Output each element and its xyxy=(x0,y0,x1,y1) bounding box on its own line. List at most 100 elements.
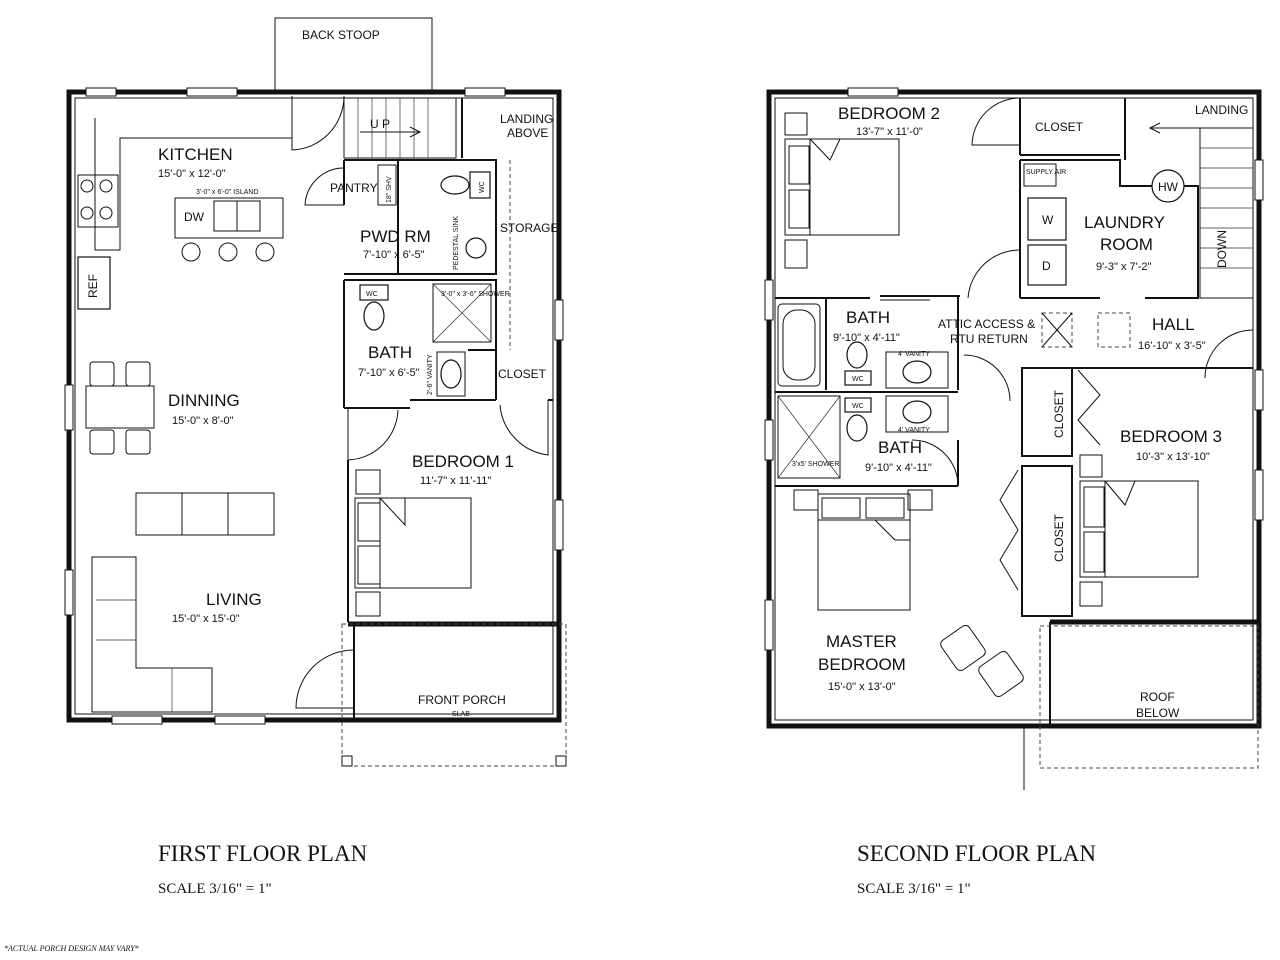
kitchen-island xyxy=(174,197,284,239)
second-floor-scale: SCALE 3/16" = 1" xyxy=(857,881,971,897)
attic-label-2: RTU RETURN xyxy=(950,332,1028,346)
bedroom2-closet-door xyxy=(971,97,1021,146)
kitchen-counter xyxy=(94,118,292,251)
nightstand xyxy=(784,112,808,136)
nightstand xyxy=(784,239,808,269)
back-stoop-label: BACK STOOP xyxy=(302,28,380,42)
down-label: DOWN xyxy=(1215,230,1229,268)
first-floor-scale: SCALE 3/16" = 1" xyxy=(158,881,272,897)
roof-below-outline xyxy=(1039,625,1259,769)
window xyxy=(554,499,564,551)
landing-above-label: LANDING xyxy=(500,112,553,126)
dryer xyxy=(1027,244,1067,286)
vanity xyxy=(436,351,466,397)
dining-chair xyxy=(89,429,115,455)
sofa xyxy=(135,492,275,536)
vanity-sink xyxy=(902,400,932,424)
shower-label: 3'-0" x 3'-6" SHOWER xyxy=(441,291,510,298)
washer-label: W xyxy=(1042,213,1054,227)
bed xyxy=(817,493,911,611)
window xyxy=(64,569,74,616)
dining-chair xyxy=(89,361,115,387)
supply-air-label: SUPPLY AIR xyxy=(1026,169,1066,176)
second-floor-title: SECOND FLOOR PLAN xyxy=(857,841,1096,866)
bath-bottom-dimensions: 9'-10" x 4'-11" xyxy=(865,462,932,474)
first-floor-plan: REF 3'-0" x 6'-0" ISLAND DW KITCHEN 15'-… xyxy=(64,17,567,767)
kitchen-dimensions: 15'-0" x 12'-0" xyxy=(158,168,226,180)
dining-table xyxy=(85,385,155,429)
front-porch-outline xyxy=(341,623,567,767)
laundry-door-swing xyxy=(967,249,1021,299)
window xyxy=(1254,469,1264,521)
bed xyxy=(1079,480,1199,578)
bath-wc-label: WC xyxy=(366,291,378,298)
toilet xyxy=(846,341,868,369)
bedroom1-door-swing xyxy=(347,408,399,461)
front-door-swing xyxy=(295,649,355,709)
window xyxy=(1254,369,1264,411)
closet-1 xyxy=(1021,367,1073,457)
shelves-label: 18" SHV xyxy=(386,176,393,203)
bath-door-swing xyxy=(963,354,1011,402)
storage-label: STORAGE xyxy=(500,221,558,235)
window xyxy=(214,715,266,725)
closet-top-label: CLOSET xyxy=(1035,120,1084,134)
closet-v2-label: CLOSET xyxy=(1052,513,1066,562)
window xyxy=(186,87,238,97)
window xyxy=(464,87,506,97)
landing-above-label-2: ABOVE xyxy=(507,126,548,140)
window xyxy=(847,87,899,97)
window xyxy=(764,279,774,321)
armchair xyxy=(978,650,1024,698)
bath-bottom-label: BATH xyxy=(878,438,922,457)
hall-dimensions: 16'-10" x 3'-5" xyxy=(1138,340,1206,352)
shower xyxy=(432,283,492,343)
stairs-down xyxy=(1199,127,1254,299)
dining-chair xyxy=(125,361,151,387)
armchair xyxy=(940,624,986,672)
roof-label-2: BELOW xyxy=(1136,706,1180,720)
bath-toilet xyxy=(363,301,385,331)
footnote: *ACTUAL PORCH DESIGN MAY VARY* xyxy=(4,944,139,953)
island-label: 3'-0" x 6'-0" ISLAND xyxy=(196,189,259,196)
bath-bottom-door xyxy=(911,439,959,487)
vanity xyxy=(885,395,949,433)
hall-label: HALL xyxy=(1152,315,1195,334)
bedroom1-label: BEDROOM 1 xyxy=(412,452,514,471)
dryer-label: D xyxy=(1042,259,1051,273)
master-label-2: BEDROOM xyxy=(818,655,906,674)
pedestal-sink-label: PEDESTAL SINK xyxy=(453,216,460,270)
dining-chair xyxy=(125,429,151,455)
washer xyxy=(1027,197,1067,241)
nightstand xyxy=(1079,454,1103,478)
window xyxy=(64,384,74,431)
refrigerator xyxy=(77,256,111,310)
hw-label: HW xyxy=(1158,180,1179,194)
attic-label: ATTIC ACCESS & xyxy=(938,317,1035,331)
closet-2 xyxy=(1021,465,1073,617)
ref-label: REF xyxy=(86,274,100,298)
closet-v1-label: CLOSET xyxy=(1052,389,1066,438)
window xyxy=(554,299,564,341)
toilet xyxy=(846,414,868,442)
vanity xyxy=(885,351,949,389)
hall-door-swing xyxy=(1204,329,1254,379)
stool xyxy=(255,242,275,262)
roof-label: ROOF xyxy=(1140,690,1175,704)
pantry-walls xyxy=(344,159,497,275)
master-dimensions: 15'-0" x 13'-0" xyxy=(828,681,896,693)
rtu-return xyxy=(1097,312,1131,348)
nightstand xyxy=(355,469,381,495)
pwd-rm-dimensions: 7'-10" x 6'-5" xyxy=(363,249,425,261)
kitchen-label: KITCHEN xyxy=(158,145,233,164)
shower-label: 3'x5' SHOWER xyxy=(792,461,839,468)
pantry-shelves xyxy=(377,164,397,206)
wc-tank xyxy=(469,171,491,199)
vanity2-label: 4' VANITY xyxy=(898,427,930,434)
bath-top-dimensions: 9'-10" x 4'-11" xyxy=(833,332,900,344)
toilet xyxy=(440,175,470,195)
living-dimensions: 15'-0" x 15'-0" xyxy=(172,613,240,625)
water-heater xyxy=(1151,169,1185,203)
vanity1-label: 4' VANITY xyxy=(898,351,930,358)
